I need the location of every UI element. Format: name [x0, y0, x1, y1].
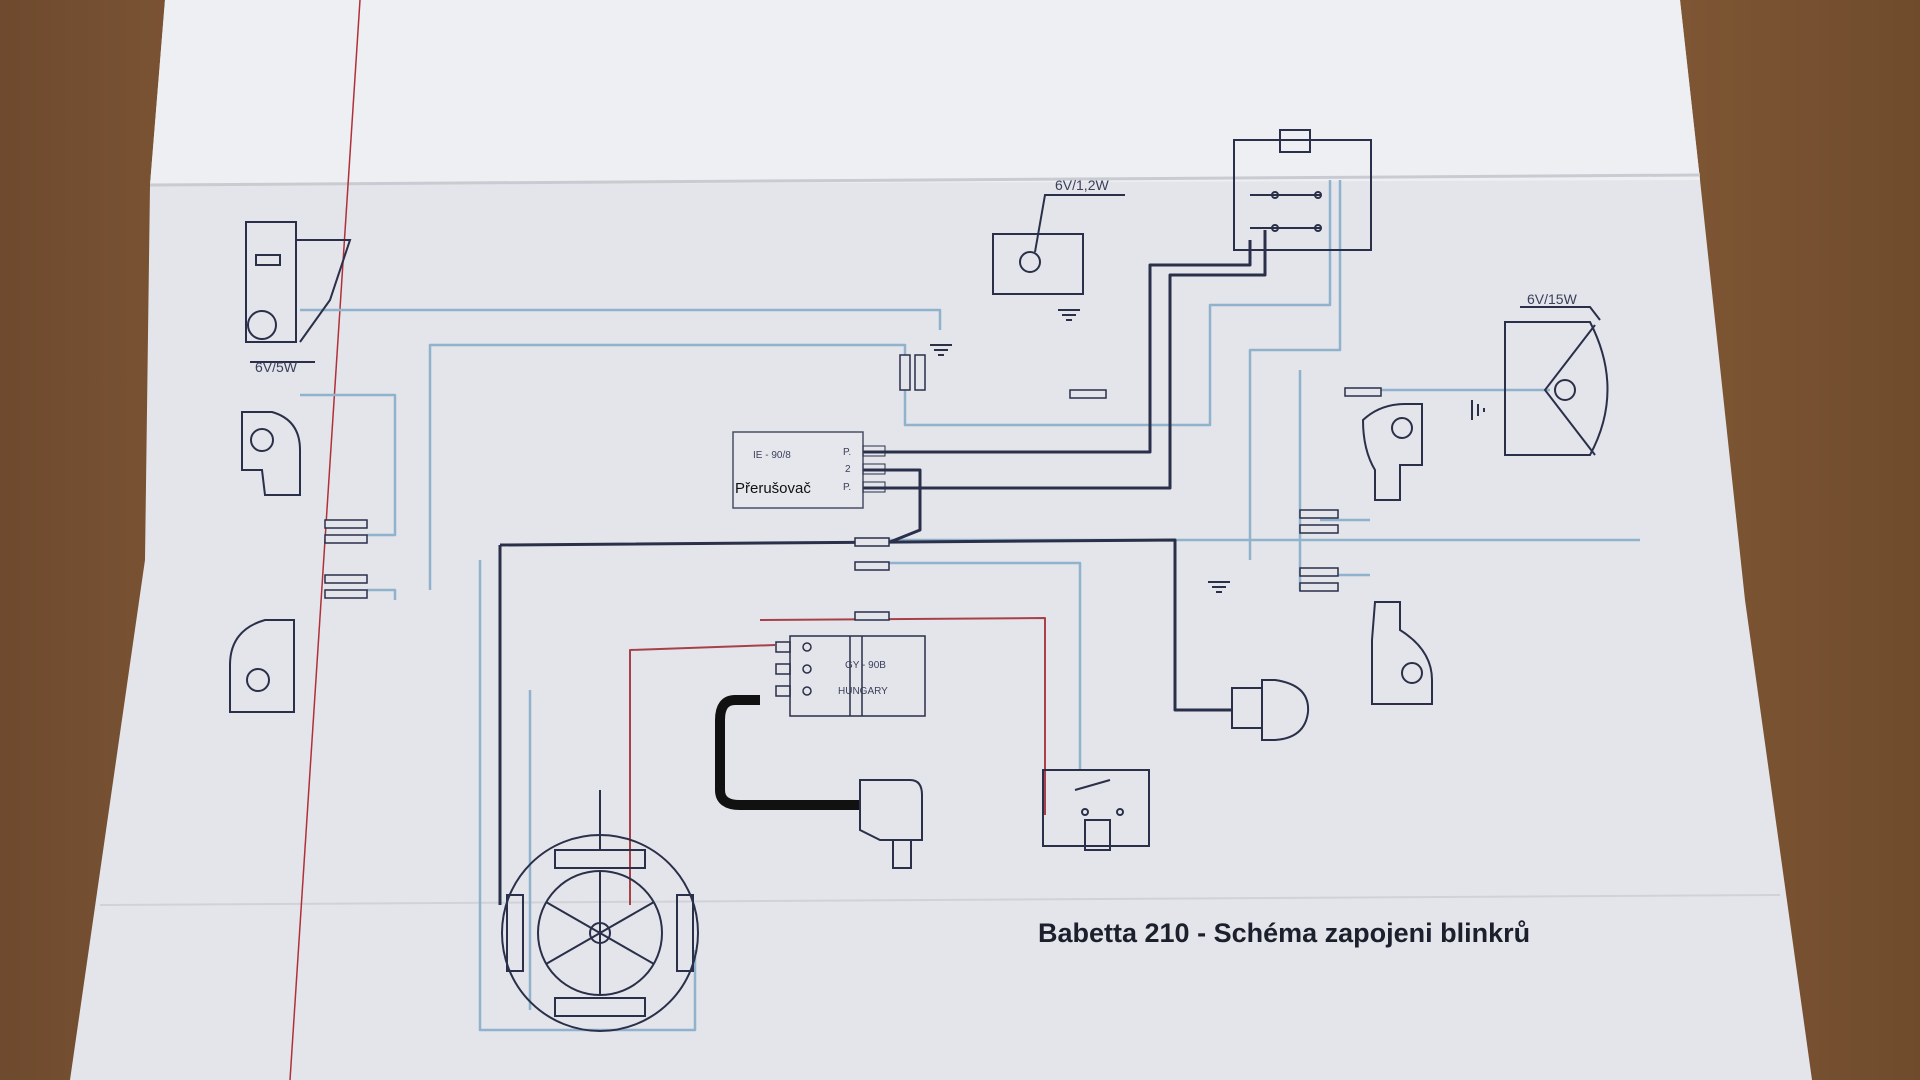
flasher-unit	[732, 431, 886, 509]
rear-lamp-label: 6V/5W	[255, 359, 298, 375]
right-rear-indicator	[1371, 601, 1433, 705]
indicator-lamp	[992, 194, 1125, 295]
fold-line	[149, 173, 1701, 187]
rear-lamp	[245, 221, 352, 363]
brake-switch	[1042, 769, 1150, 851]
indicator-switch	[1233, 129, 1372, 251]
ground-icon	[930, 309, 1485, 593]
flasher-pin-label: 2	[845, 464, 851, 475]
left-connectors	[324, 354, 1382, 621]
right-front-indicator	[1361, 403, 1423, 501]
flasher-name-label: Přerušovač	[735, 480, 811, 497]
ignition-cable	[715, 695, 860, 810]
left-rear-indicator	[229, 619, 295, 713]
spark-plug-cap	[859, 779, 923, 869]
flasher-pin-label: P.	[843, 482, 851, 493]
flasher-type-label: IE - 90/8	[753, 450, 791, 461]
regulator-origin-label: HUNGARY	[838, 686, 888, 697]
magneto-generator	[501, 790, 699, 1032]
left-front-indicator	[241, 411, 301, 496]
horn	[1231, 679, 1310, 741]
regulator-type-label: GY - 90B	[845, 660, 886, 671]
fold-line	[99, 894, 1781, 906]
headlight	[1504, 306, 1609, 456]
flasher-pin-label: P.	[843, 447, 851, 458]
headlight-label: 6V/15W	[1527, 291, 1578, 307]
regulator-unit	[775, 635, 926, 717]
indicator-lamp-label: 6V/1,2W	[1055, 177, 1109, 193]
paper-upper-fold	[150, 0, 1700, 185]
dark-wires	[498, 230, 1267, 905]
diagram-title: Babetta 210 - Schéma zapojeni blinkrů	[1038, 918, 1530, 948]
